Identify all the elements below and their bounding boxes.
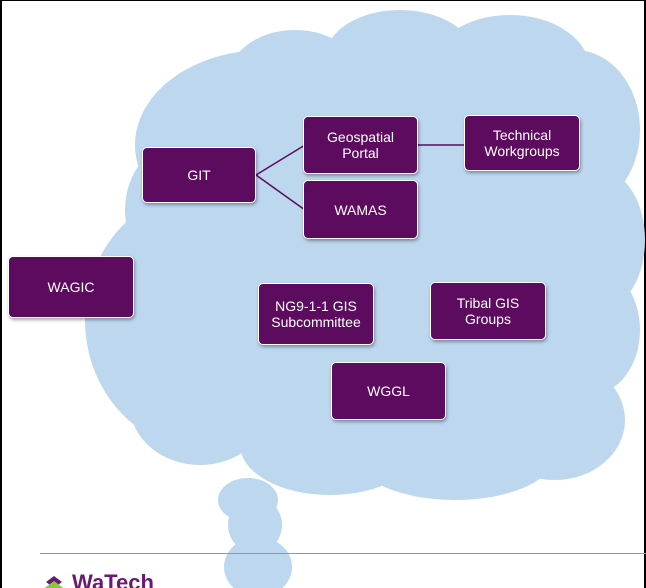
edge-git-wamas (255, 174, 306, 211)
node-wamas: WAMAS (303, 180, 418, 239)
node-wagic: WAGIC (8, 256, 134, 318)
node-tribal-gis-groups: Tribal GIS Groups (430, 282, 546, 340)
watech-logo: WaTech (40, 570, 154, 588)
footer-rule (40, 553, 646, 554)
connectors (255, 144, 465, 211)
watech-logo-icon (44, 576, 64, 588)
edge-git-geospatial-portal (255, 144, 306, 176)
watech-logo-text: WaTech (72, 570, 154, 588)
node-git: GIT (142, 147, 256, 203)
node-geospatial-portal: Geospatial Portal (303, 116, 418, 174)
node-wggl: WGGL (331, 362, 446, 420)
node-ng911-gis-subcommittee: NG9-1-1 GIS Subcommittee (258, 283, 374, 345)
node-technical-workgroups: Technical Workgroups (464, 115, 580, 171)
